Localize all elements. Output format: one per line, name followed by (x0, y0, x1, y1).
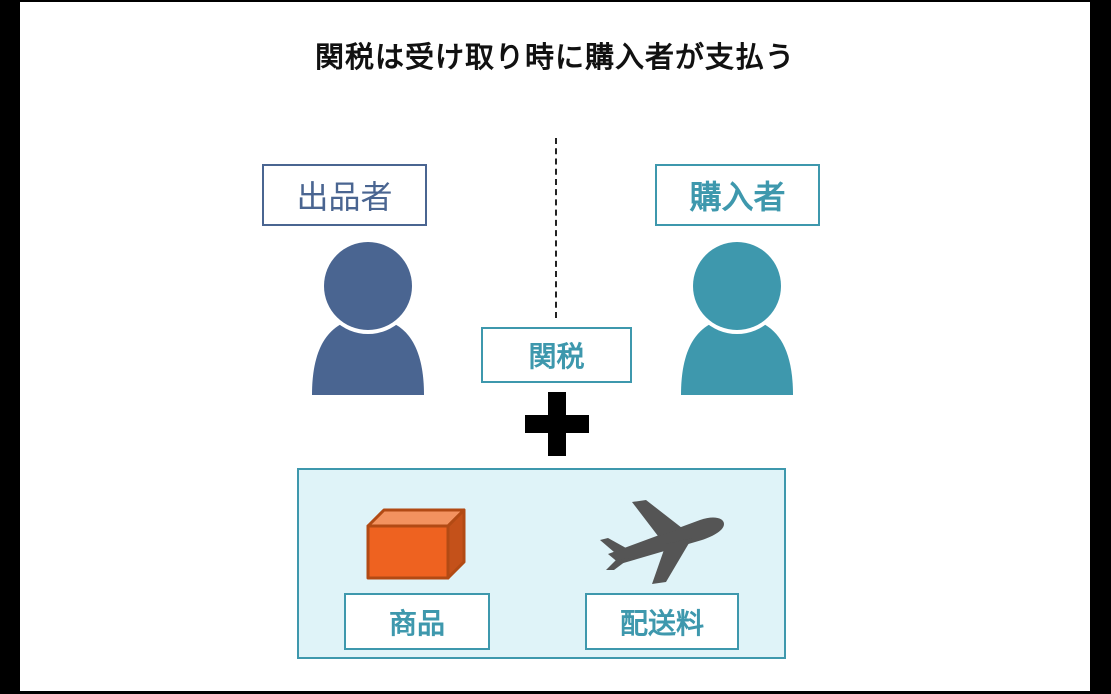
goods-label: 商品 (344, 593, 490, 650)
buyer-label: 購入者 (655, 164, 820, 226)
shipping-label: 配送料 (585, 593, 739, 650)
seller-person-icon (312, 240, 424, 395)
box-icon (366, 508, 466, 580)
tax-label: 関税 (481, 327, 632, 383)
diagram-title: 関税は受け取り時に購入者が支払う (314, 40, 795, 74)
plus-icon (525, 392, 589, 456)
dashed-divider (555, 138, 557, 318)
diagram-canvas: 関税は受け取り時に購入者が支払う 出品者 購入者 関税 (20, 2, 1090, 691)
buyer-person-icon (681, 240, 793, 395)
seller-label: 出品者 (262, 164, 427, 226)
airplane-icon (600, 500, 724, 584)
